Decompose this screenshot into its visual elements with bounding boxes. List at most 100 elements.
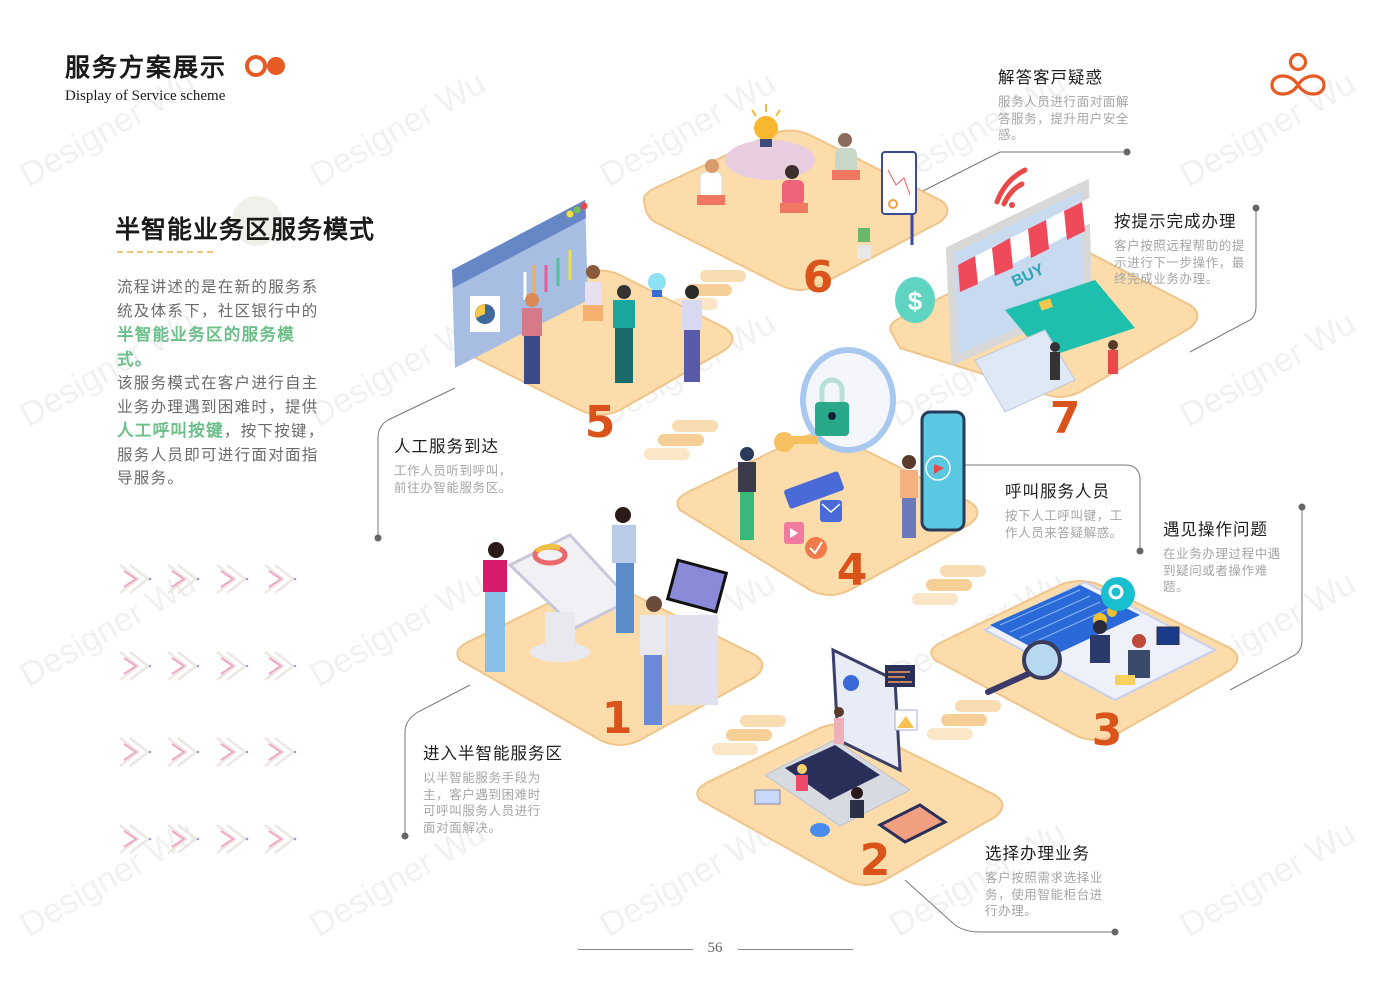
brand-logo-icon bbox=[1270, 52, 1326, 96]
tile-step-7: BUY $ 7 bbox=[889, 167, 1199, 444]
chart-easel-icon bbox=[881, 151, 917, 245]
person-standing bbox=[583, 265, 603, 321]
kiosk bbox=[665, 558, 729, 705]
person-seated bbox=[796, 764, 808, 791]
tile-step-1: 1 bbox=[456, 507, 764, 746]
callout-desc: 在业务办理过程中遇到疑问或者操作难题。 bbox=[1163, 546, 1281, 594]
connector-5 bbox=[377, 387, 456, 538]
code-window-icon bbox=[885, 665, 915, 687]
magnifier-icon bbox=[985, 640, 1062, 695]
lightbulb-icon bbox=[751, 104, 781, 147]
person-seated bbox=[1090, 620, 1110, 663]
search-bubble-icon bbox=[1101, 577, 1135, 611]
person-standing bbox=[682, 285, 702, 382]
person-seated bbox=[780, 165, 808, 213]
step-number-2: 2 bbox=[860, 835, 891, 886]
ring-chart-icon bbox=[532, 544, 568, 566]
card-icon bbox=[754, 789, 781, 805]
connector-lines bbox=[377, 151, 1303, 933]
key-icon bbox=[774, 432, 818, 452]
step-number-7: 7 bbox=[1050, 393, 1081, 444]
callout-step-1: 进入半智能服务区 以半智能服务手段为主，客户遇到困难时可呼叫服务人员进行面对面解… bbox=[423, 740, 563, 836]
tile-step-3: 3 bbox=[930, 577, 1239, 756]
intro-text: ，按下按键，服务人员即可进行面对面指导服务。 bbox=[117, 422, 325, 487]
play-icon bbox=[784, 522, 804, 544]
wifi-icon bbox=[994, 167, 1028, 208]
section-heading: 半智能业务区服务模式 bbox=[115, 215, 376, 244]
intro-paragraph: 流程讲述的是在新的服务系统及体系下，社区银行中的半智能业务区的服务模式。 该服务… bbox=[117, 276, 329, 491]
callout-step-6: 解答客戸疑惑 服务人员进行面对面解答服务，提升用户安全感。 bbox=[998, 64, 1138, 144]
intro-text: 该服务模式在客户进行自主业务办理遇到困难时，提供 bbox=[117, 374, 319, 416]
callout-step-4: 呼叫服务人员 按下人工呼叫键，工作人员来答疑解惑。 bbox=[1005, 478, 1135, 541]
person-seated bbox=[832, 133, 860, 180]
path-dashes bbox=[927, 700, 1001, 740]
heading-underline bbox=[117, 251, 213, 253]
step-number-3: 3 bbox=[1092, 705, 1123, 756]
intro-text: 流程讲述的是在新的服务系统及体系下，社区银行中的 bbox=[117, 278, 319, 320]
keyboard bbox=[974, 329, 1076, 413]
svg-text:$: $ bbox=[908, 286, 923, 316]
callout-step-2: 选择办理业务 客户按照需求选择业务，使用智能柜台进行办理。 bbox=[985, 840, 1115, 920]
tile-step-4: 4 bbox=[676, 347, 979, 596]
callout-title: 解答客戸疑惑 bbox=[998, 68, 1103, 87]
image-card-icon bbox=[894, 709, 918, 731]
step-number-4: 4 bbox=[837, 545, 868, 596]
person-standing bbox=[1108, 340, 1118, 374]
avatar-icon bbox=[843, 675, 859, 691]
page-divider-left bbox=[578, 949, 693, 950]
person-standing bbox=[612, 507, 636, 633]
connector-7 bbox=[1189, 210, 1257, 353]
laptop-icon bbox=[1150, 626, 1186, 653]
person-standing bbox=[522, 293, 542, 384]
connector-2 bbox=[904, 879, 1115, 933]
callout-desc: 客户按照需求选择业务，使用智能柜台进行办理。 bbox=[985, 870, 1103, 918]
tablet-icon bbox=[877, 803, 948, 844]
callout-title: 呼叫服务人员 bbox=[1005, 482, 1110, 501]
person-standing bbox=[1050, 342, 1060, 380]
person-seated bbox=[1115, 634, 1150, 685]
data-grid bbox=[990, 585, 1140, 657]
callout-title: 进入半智能服务区 bbox=[423, 744, 563, 763]
awning-icon bbox=[958, 195, 1100, 292]
connector-6 bbox=[914, 151, 1127, 196]
person-standing bbox=[834, 707, 844, 744]
title-dots-icon bbox=[245, 55, 285, 77]
connector-1 bbox=[404, 684, 471, 836]
person-seated bbox=[697, 159, 725, 205]
lock-icon bbox=[815, 377, 849, 436]
person-standing bbox=[613, 285, 635, 383]
smartphone-icon bbox=[920, 410, 966, 532]
step-number-1: 1 bbox=[602, 693, 633, 744]
chat-bubble-icon bbox=[784, 471, 844, 509]
connector-dots bbox=[374, 148, 1306, 936]
connector-4 bbox=[965, 464, 1141, 551]
dollar-coin-icon: $ bbox=[895, 277, 935, 323]
callout-desc: 客户按照远程帮助的提示进行下一步操作，最终完成业务办理。 bbox=[1114, 238, 1246, 286]
callout-title: 遇见操作问题 bbox=[1163, 520, 1268, 539]
callout-step-5: 人工服务到达 工作人员听到呼叫，前往办智能服务区。 bbox=[394, 433, 524, 496]
page-subtitle: Display of Service scheme bbox=[65, 88, 226, 104]
callout-title: 选择办理业务 bbox=[985, 844, 1090, 863]
callout-step-3: 遇见操作问题 在业务办理过程中遇到疑问或者操作难题。 bbox=[1163, 516, 1293, 596]
decorative-circle bbox=[232, 196, 282, 246]
step-number-5: 5 bbox=[585, 397, 616, 448]
step-number-6: 6 bbox=[803, 252, 834, 303]
path-dashes bbox=[644, 420, 718, 460]
person-standing bbox=[640, 596, 666, 725]
callout-desc: 以半智能服务手段为主，客户遇到困难时可呼叫服务人员进行面对面解决。 bbox=[423, 770, 541, 835]
callout-desc: 按下人工呼叫键，工作人员来答疑解惑。 bbox=[1005, 508, 1123, 540]
callout-desc: 工作人员听到呼叫，前往办智能服务区。 bbox=[394, 463, 512, 495]
person-standing bbox=[483, 542, 507, 672]
tile-step-6: 6 bbox=[642, 104, 949, 303]
person-standing bbox=[900, 455, 918, 538]
laptop-keyboard bbox=[785, 745, 880, 800]
person-seated bbox=[850, 787, 864, 818]
pie-chart-icon bbox=[810, 823, 830, 837]
lightbulb-icon bbox=[648, 273, 666, 297]
page-number: 56 bbox=[707, 940, 723, 956]
plant-icon bbox=[857, 228, 871, 259]
callout-step-7: 按提示完成办理 客户按照远程帮助的提示进行下一步操作，最终完成业务办理。 bbox=[1114, 208, 1254, 288]
callout-title: 按提示完成办理 bbox=[1114, 212, 1237, 231]
tile-step-5: 5 bbox=[452, 200, 734, 448]
